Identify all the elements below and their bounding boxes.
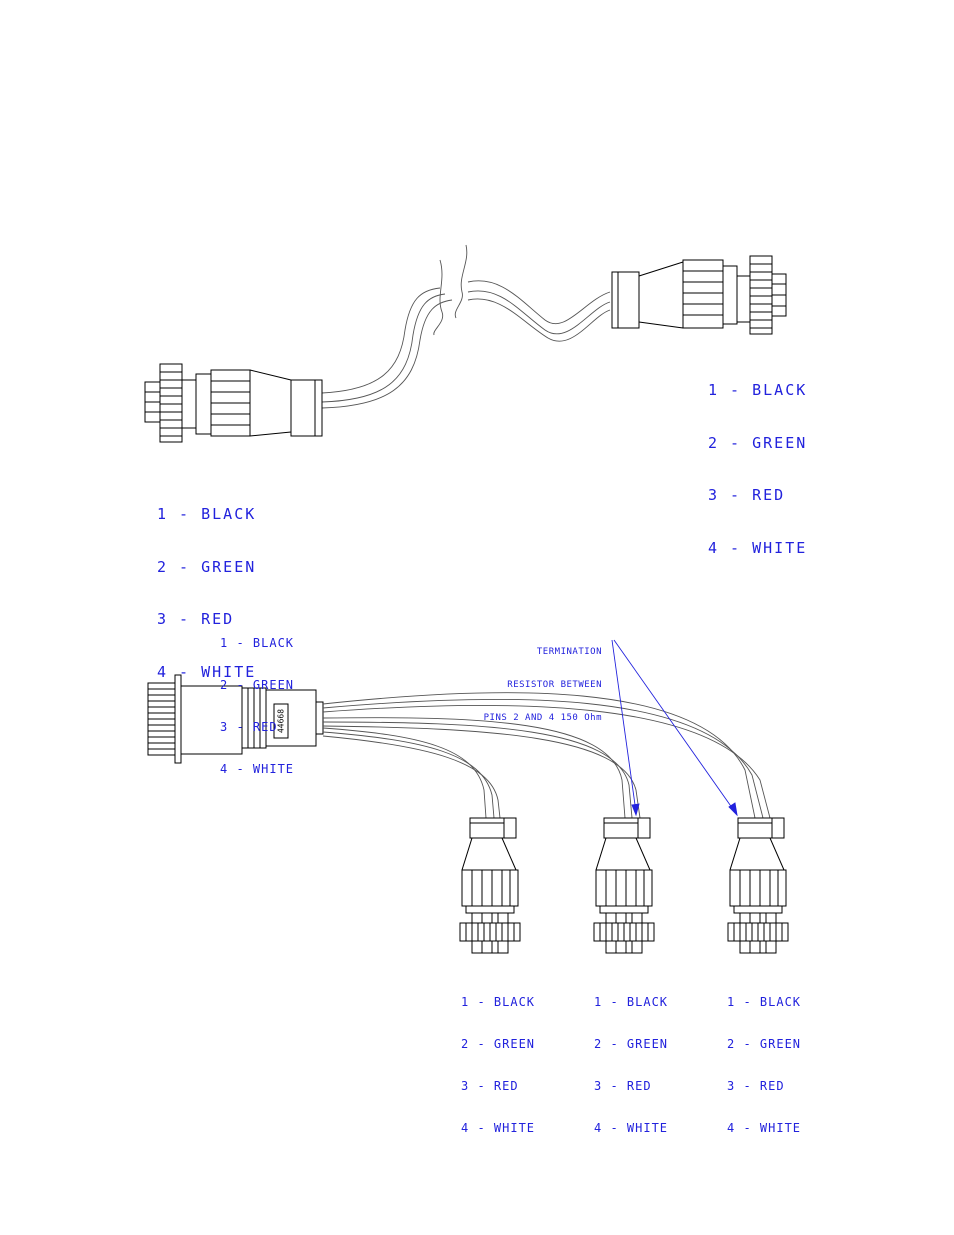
legend-line: 4 - WHITE [461,1121,536,1135]
legend-line: 4 - WHITE [220,762,295,776]
main-plug-connector [147,674,324,764]
note-line: RESISTOR BETWEEN [507,680,602,690]
legend-line: 1 - BLACK [220,636,295,650]
legend-branch-2: 1 - BLACK 2 - GREEN 3 - RED 4 - WHITE [594,967,668,1163]
note-line: PINS 2 AND 4 150 Ohm [483,713,602,723]
legend-line: 1 - BLACK [594,995,669,1009]
part-number: 44668 [277,709,286,733]
upper-right-connector [611,255,787,335]
legend-line: 4 - WHITE [157,662,257,681]
legend-line: 4 - WHITE [727,1121,802,1135]
upper-cable [321,280,611,409]
legend-line: 2 - GREEN [727,1037,802,1051]
note-line: TERMINATION [536,647,602,657]
legend-line: 2 - GREEN [157,557,257,576]
branch-connector-1 [459,817,521,954]
termination-note: TERMINATION RESISTOR BETWEEN PINS 2 AND … [450,625,602,746]
legend-line: 3 - RED [594,1079,652,1093]
legend-line: 3 - RED [220,720,278,734]
legend-main-plug: 1 - BLACK 2 - GREEN 3 - RED 4 - WHITE [220,608,294,804]
legend-line: 3 - RED [727,1079,785,1093]
termination-leaders [611,639,738,817]
legend-line: 1 - BLACK [708,381,808,399]
upper-left-connector [144,363,323,443]
legend-line: 2 - GREEN [594,1037,669,1051]
legend-line: 1 - BLACK [157,505,257,523]
legend-line: 4 - WHITE [708,538,808,557]
legend-line: 2 - GREEN [461,1037,536,1051]
cable-break-lines [433,244,468,336]
legend-line: 1 - BLACK [461,995,536,1009]
legend-upper-right: 1 - BLACK 2 - GREEN 3 - RED 4 - WHITE [708,347,807,592]
legend-branch-3: 1 - BLACK 2 - GREEN 3 - RED 4 - WHITE [727,967,801,1163]
legend-branch-1: 1 - BLACK 2 - GREEN 3 - RED 4 - WHITE [461,967,535,1163]
legend-line: 2 - GREEN [708,433,808,452]
legend-line: 1 - BLACK [727,995,802,1009]
legend-line: 3 - RED [461,1079,519,1093]
legend-line: 3 - RED [708,486,786,504]
legend-line: 3 - RED [157,610,235,628]
legend-line: 2 - GREEN [220,678,295,692]
legend-line: 4 - WHITE [594,1121,669,1135]
branch-connector-3 [727,817,789,954]
branch-cables [322,692,771,819]
branch-connector-2 [593,817,655,954]
legend-upper-left: 1 - BLACK 2 - GREEN 3 - RED 4 - WHITE [157,471,256,716]
